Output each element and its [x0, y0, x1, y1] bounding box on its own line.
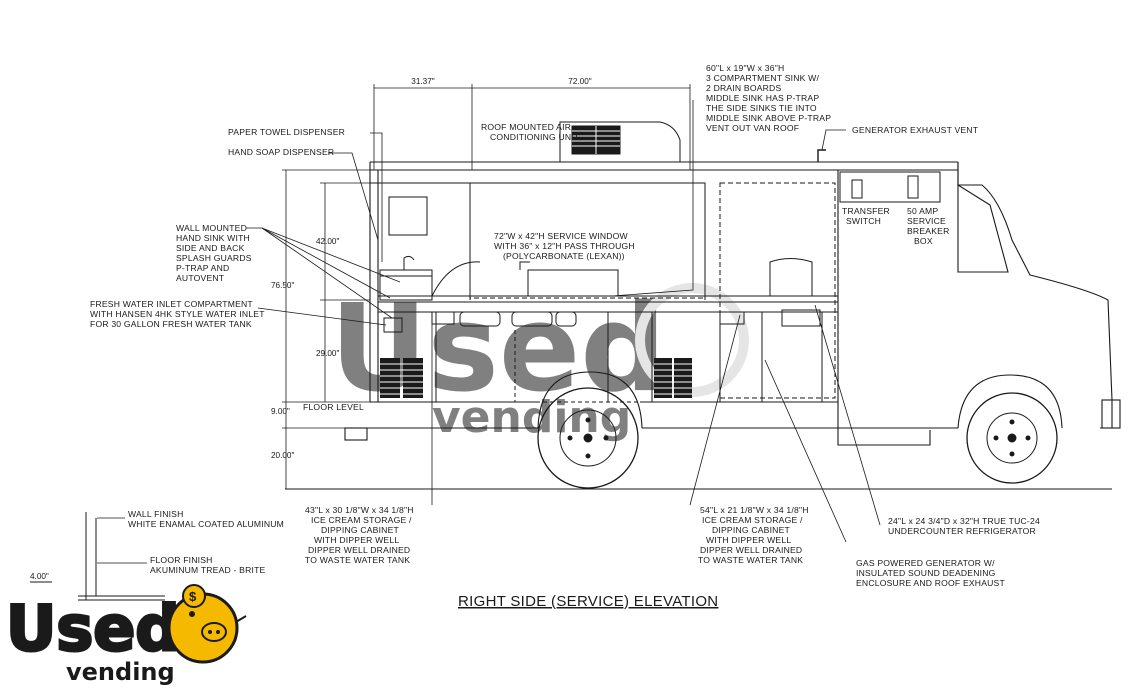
svg-text:$: $: [189, 589, 197, 604]
svg-text:TRANSFER: TRANSFER: [842, 206, 890, 216]
dim-76-50: 76.50": [271, 281, 294, 290]
wall-floor-detail: [30, 512, 165, 601]
logo-piggy-bank-icon: $: [167, 584, 247, 664]
generator-exhaust-vent: [817, 149, 826, 162]
dim-42: 42.00": [316, 237, 339, 246]
svg-text:FOR 30 GALLON FRESH WATER TANK: FOR 30 GALLON FRESH WATER TANK: [90, 319, 252, 329]
svg-text:ROOF MOUNTED AIR: ROOF MOUNTED AIR: [481, 122, 571, 132]
hand-soap-label: HAND SOAP DISPENSER: [228, 147, 334, 157]
svg-text:SPLASH GUARDS: SPLASH GUARDS: [176, 253, 252, 263]
svg-text:AKUMINUM TREAD - BRITE: AKUMINUM TREAD - BRITE: [150, 565, 266, 575]
dim-20: 20.00": [271, 451, 294, 460]
svg-text:WITH DIPPER WELL: WITH DIPPER WELL: [706, 535, 791, 545]
leader-lines: [97, 100, 881, 564]
paper-towel-label: PAPER TOWEL DISPENSER: [228, 127, 345, 137]
drawing-title: RIGHT SIDE (SERVICE) ELEVATION: [458, 593, 718, 610]
svg-text:24"L x 24 3/4"D x 32"H TRUE TU: 24"L x 24 3/4"D x 32"H TRUE TUC-24: [888, 516, 1040, 526]
svg-text:WALL FINISH: WALL FINISH: [128, 509, 184, 519]
svg-text:BREAKER: BREAKER: [907, 226, 949, 236]
rear-wheel: [537, 387, 639, 489]
hand-sink: [379, 255, 433, 301]
svg-text:SIDE AND BACK: SIDE AND BACK: [176, 243, 245, 253]
floor-finish-label: FLOOR FINISH AKUMINUM TREAD - BRITE: [150, 555, 266, 575]
dim-29: 29.00": [316, 349, 339, 358]
svg-text:3 COMPARTMENT SINK W/: 3 COMPARTMENT SINK W/: [706, 73, 819, 83]
svg-text:MIDDLE SINK HAS P-TRAP: MIDDLE SINK HAS P-TRAP: [706, 93, 819, 103]
logo-word-used: Used: [6, 592, 180, 665]
svg-text:WITH HANSEN 4HK STYLE WATER IN: WITH HANSEN 4HK STYLE WATER INLET: [90, 309, 265, 319]
cabinet-vents: [380, 358, 692, 398]
svg-text:VENT OUT VAN ROOF: VENT OUT VAN ROOF: [706, 123, 799, 133]
svg-text:ENCLOSURE AND ROOF EXHAUST: ENCLOSURE AND ROOF EXHAUST: [856, 578, 1005, 588]
svg-text:THE SIDE SINKS TIE INTO: THE SIDE SINKS TIE INTO: [706, 103, 817, 113]
refrigerator-label: 24"L x 24 3/4"D x 32"H TRUE TUC-24 UNDER…: [888, 516, 1040, 536]
svg-text:P-TRAP AND: P-TRAP AND: [176, 263, 229, 273]
svg-text:43"L x 30 1/8"W x 34 1/8"H: 43"L x 30 1/8"W x 34 1/8"H: [305, 505, 414, 515]
svg-text:50 AMP: 50 AMP: [907, 206, 938, 216]
three-compartment-sink: [431, 261, 619, 327]
svg-text:AUTOVENT: AUTOVENT: [176, 273, 225, 283]
svg-text:CONDITIONING UNIT: CONDITIONING UNIT: [490, 132, 580, 142]
gen-exhaust-label: GENERATOR EXHAUST VENT: [852, 125, 979, 135]
roof-ac-unit: [559, 121, 681, 162]
svg-text:BOX: BOX: [914, 236, 933, 246]
transfer-switch-label: TRANSFER SWITCH: [842, 206, 890, 226]
svg-text:(POLYCARBONATE (LEXAN)): (POLYCARBONATE (LEXAN)): [503, 251, 625, 261]
floor-level-label: FLOOR LEVEL: [303, 402, 364, 412]
svg-text:vending: vending: [432, 392, 631, 443]
dim-9: 9.00": [271, 407, 290, 416]
svg-text:FLOOR FINISH: FLOOR FINISH: [150, 555, 213, 565]
svg-text:ICE CREAM STORAGE /: ICE CREAM STORAGE /: [702, 515, 803, 525]
svg-text:SWITCH: SWITCH: [846, 216, 881, 226]
sink-label: 60"L x 19"W x 36"H 3 COMPARTMENT SINK W/…: [706, 63, 831, 133]
svg-text:TO WASTE WATER TANK: TO WASTE WATER TANK: [305, 555, 410, 565]
usedvending-logo: Used vending $: [5, 584, 247, 686]
svg-text:WITH 36" x 12"H PASS THROUGH: WITH 36" x 12"H PASS THROUGH: [494, 241, 635, 251]
fresh-water-label: FRESH WATER INLET COMPARTMENT WITH HANSE…: [90, 299, 265, 329]
svg-text:72"W x 42"H SERVICE WINDOW: 72"W x 42"H SERVICE WINDOW: [494, 231, 629, 241]
service-window-label: 72"W x 42"H SERVICE WINDOW WITH 36" x 12…: [494, 231, 635, 261]
svg-text:DIPPING CABINET: DIPPING CABINET: [321, 525, 400, 535]
breaker-box-label: 50 AMP SERVICE BREAKER BOX: [907, 206, 949, 246]
svg-text:ICE CREAM STORAGE /: ICE CREAM STORAGE /: [311, 515, 412, 525]
svg-text:FRESH WATER INLET COMPARTMENT: FRESH WATER INLET COMPARTMENT: [90, 299, 253, 309]
generator-label: GAS POWERED GENERATOR W/ INSULATED SOUND…: [856, 558, 1005, 588]
svg-text:DIPPING CABINET: DIPPING CABINET: [712, 525, 791, 535]
dim-31-37: 31.37": [411, 77, 434, 86]
logo-word-vending: vending: [66, 658, 175, 686]
svg-text:WHITE ENAMAL COATED ALUMINUM: WHITE ENAMAL COATED ALUMINUM: [128, 519, 284, 529]
svg-text:WITH DIPPER WELL: WITH DIPPER WELL: [314, 535, 399, 545]
front-wheel: [966, 392, 1058, 484]
dimension-lines: [282, 84, 691, 489]
svg-text:UNDERCOUNTER REFRIGERATOR: UNDERCOUNTER REFRIGERATOR: [888, 526, 1036, 536]
wall-finish-label: WALL FINISH WHITE ENAMAL COATED ALUMINUM: [128, 509, 284, 529]
svg-text:54"L x 21 1/8"W x 34 1/8"H: 54"L x 21 1/8"W x 34 1/8"H: [700, 505, 809, 515]
electrical-panel: [839, 171, 941, 203]
roof-ac-label: ROOF MOUNTED AIR CONDITIONING UNIT: [481, 122, 580, 142]
dim-wall-4: 4.00": [30, 572, 49, 581]
svg-text:HAND SINK WITH: HAND SINK WITH: [176, 233, 250, 243]
svg-text:GAS POWERED GENERATOR W/: GAS POWERED GENERATOR W/: [856, 558, 995, 568]
svg-text:MIDDLE SINK ABOVE P-TRAP: MIDDLE SINK ABOVE P-TRAP: [706, 113, 831, 123]
svg-text:DIPPER WELL DRAINED: DIPPER WELL DRAINED: [308, 545, 410, 555]
hand-sink-label: WALL MOUNTED HAND SINK WITH SIDE AND BAC…: [176, 223, 252, 283]
svg-text:INSULATED SOUND DEADENING: INSULATED SOUND DEADENING: [856, 568, 996, 578]
svg-text:DIPPER WELL DRAINED: DIPPER WELL DRAINED: [700, 545, 802, 555]
svg-text:WALL MOUNTED: WALL MOUNTED: [176, 223, 247, 233]
svg-text:SERVICE: SERVICE: [907, 216, 946, 226]
svg-text:60"L x 19"W x 36"H: 60"L x 19"W x 36"H: [706, 63, 784, 73]
ice-cream-cabinet-2-label: 54"L x 21 1/8"W x 34 1/8"H ICE CREAM STO…: [698, 505, 809, 565]
svg-text:TO WASTE WATER TANK: TO WASTE WATER TANK: [698, 555, 803, 565]
paper-towel-dispenser: [388, 196, 428, 236]
dim-72: 72.00": [568, 77, 591, 86]
ice-cream-cabinet-1-label: 43"L x 30 1/8"W x 34 1/8"H ICE CREAM STO…: [305, 505, 414, 565]
svg-text:2 DRAIN BOARDS: 2 DRAIN BOARDS: [706, 83, 781, 93]
